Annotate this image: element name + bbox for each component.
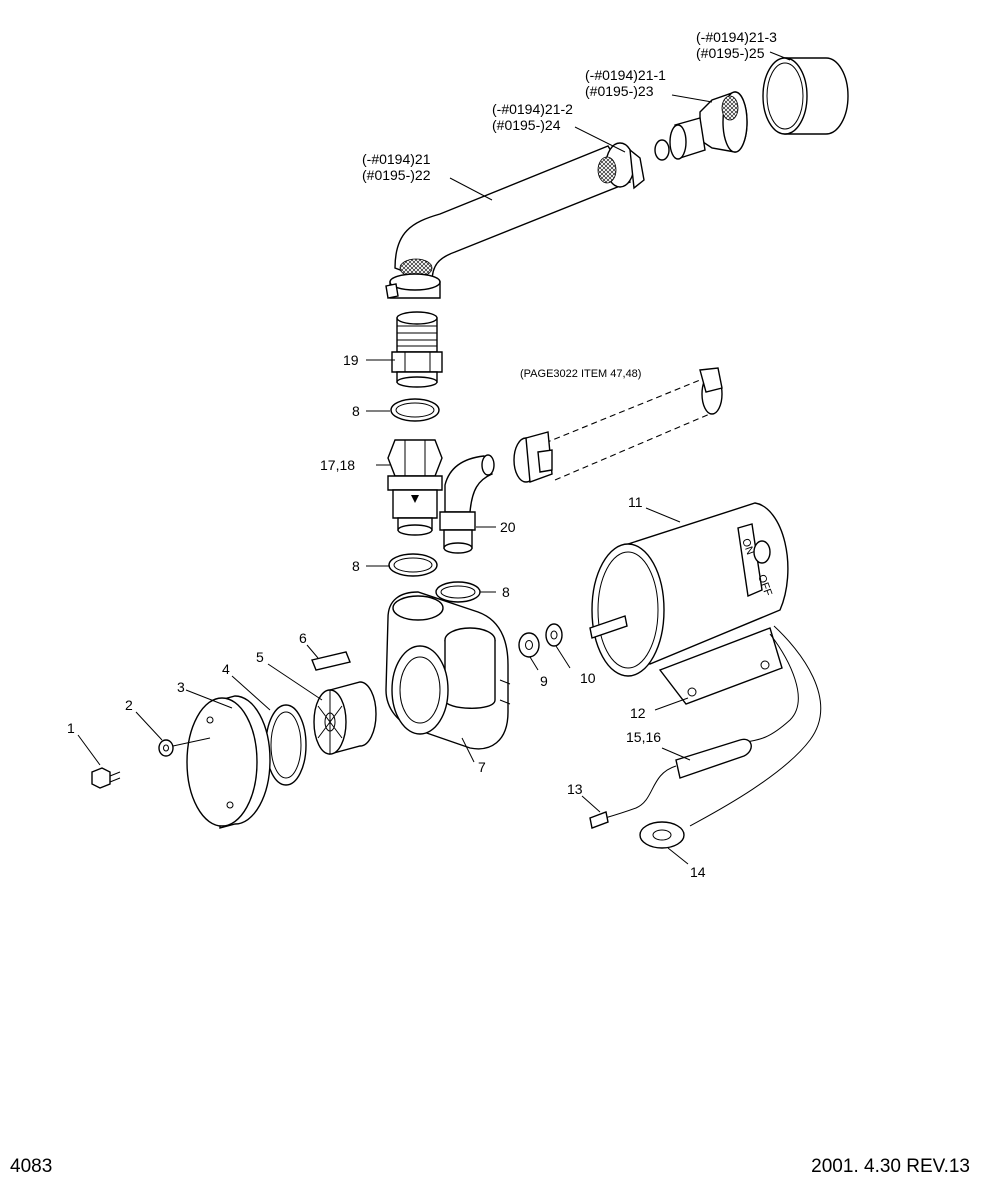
part-motor: ON OFF xyxy=(589,502,789,705)
part-gasket xyxy=(265,704,307,786)
label-6: 6 xyxy=(299,630,307,646)
label-7: 7 xyxy=(478,759,486,775)
label-17-18: 17,18 xyxy=(320,457,355,473)
label-8-right: 8 xyxy=(502,584,510,600)
page-number: 4083 xyxy=(10,1156,52,1177)
label-8-top: 8 xyxy=(352,403,360,419)
label-21-2-b: (#0195-)24 xyxy=(492,117,561,133)
part-bolt xyxy=(91,767,121,789)
part-strainer-fitting xyxy=(654,91,748,161)
part-impeller xyxy=(313,681,377,755)
part-coupling xyxy=(391,311,443,388)
label-19: 19 xyxy=(343,352,359,368)
part-sleeve xyxy=(762,57,849,135)
label-1: 1 xyxy=(67,720,75,736)
label-21-1-a: (-#0194)21-1 xyxy=(585,67,666,83)
label-14: 14 xyxy=(690,864,706,880)
label-21-1-b: (#0195-)23 xyxy=(585,83,654,99)
part-o-ring-top xyxy=(390,398,440,422)
label-10: 10 xyxy=(580,670,596,686)
part-check-valve xyxy=(387,439,443,536)
part-hose-reference xyxy=(513,367,723,483)
part-o-ring-mid xyxy=(388,553,438,577)
part-washer-9 xyxy=(518,632,540,658)
label-page-reference: (PAGE3022 ITEM 47,48) xyxy=(520,368,641,380)
label-13: 13 xyxy=(567,781,583,797)
label-21-3-b: (#0195-)25 xyxy=(696,45,765,61)
label-2: 2 xyxy=(125,697,133,713)
label-12: 12 xyxy=(630,705,646,721)
part-o-ring-right xyxy=(435,581,481,603)
part-elbow xyxy=(439,454,495,554)
label-9: 9 xyxy=(540,673,548,689)
leader-lines xyxy=(77,51,791,865)
part-washer-10 xyxy=(545,623,563,647)
part-cover-plate xyxy=(186,695,271,829)
part-key xyxy=(311,651,351,671)
label-21-3-a: (-#0194)21-3 xyxy=(696,29,777,45)
label-5: 5 xyxy=(256,649,264,665)
label-11: 11 xyxy=(628,494,643,510)
label-21-a: (-#0194)21 xyxy=(362,151,431,167)
part-pump-housing xyxy=(385,591,511,750)
label-4: 4 xyxy=(222,661,230,677)
switch-on-label: ON xyxy=(739,537,756,557)
label-15-16: 15,16 xyxy=(626,729,661,745)
part-bent-pipe xyxy=(385,142,645,299)
part-power-cord xyxy=(589,625,822,849)
label-21-2-a: (-#0194)21-2 xyxy=(492,101,573,117)
label-3: 3 xyxy=(177,679,185,695)
label-8-mid: 8 xyxy=(352,558,360,574)
revision-date: 2001. 4.30 REV.13 xyxy=(811,1156,970,1177)
label-20: 20 xyxy=(500,519,516,535)
label-21-b: (#0195-)22 xyxy=(362,167,431,183)
part-washer xyxy=(158,739,174,757)
